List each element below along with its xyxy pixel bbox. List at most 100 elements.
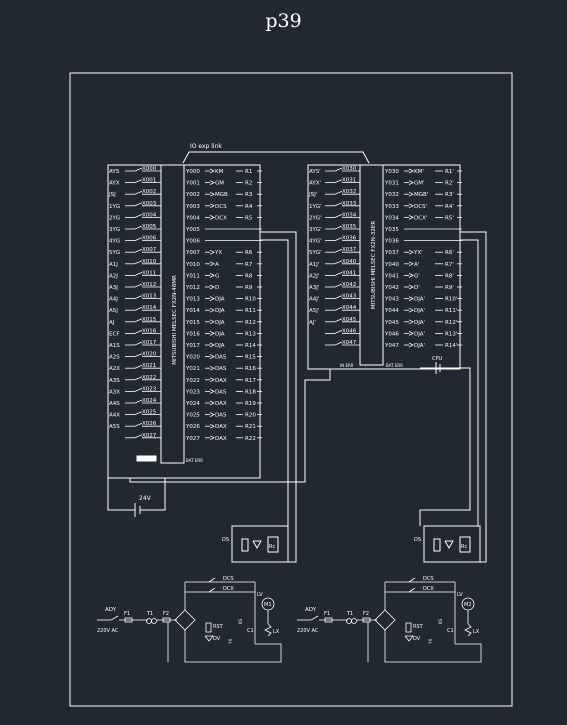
output-load-label: G' — [414, 273, 420, 279]
output-load-label: DAX — [215, 378, 227, 384]
motor-dcx-contact — [408, 587, 416, 593]
output-load-label: DAX — [215, 401, 227, 407]
left-supply-wire — [107, 478, 122, 511]
input-terminal-label: X004 — [142, 212, 157, 218]
output-relay-label: R4 — [245, 204, 253, 210]
motor-ady-label: ADY — [305, 607, 317, 613]
input-signal-label: A5S — [109, 424, 120, 430]
output-load-label: DJA — [215, 308, 225, 314]
input-signal-label: A4J' — [309, 297, 319, 303]
output-load-label: DJA — [215, 320, 225, 326]
input-terminal-label: X011 — [142, 270, 156, 276]
input-terminal-label: X001 — [142, 178, 156, 184]
output-load-label: DAS — [215, 413, 227, 419]
input-switch-contact — [334, 179, 343, 183]
input-terminal-label: X047 — [342, 340, 357, 346]
right-relay-resistor-1 — [433, 538, 441, 552]
right-bus-3 — [419, 367, 471, 526]
input-terminal-label: X037 — [342, 247, 357, 253]
output-terminal-label: Y045 — [384, 320, 399, 326]
input-terminal-label: X040 — [342, 259, 357, 265]
right-bus-2 — [460, 239, 479, 526]
input-signal-label: A2S — [109, 355, 120, 361]
output-diode — [209, 342, 215, 348]
motor-rst-resistor — [205, 622, 212, 633]
left-plc-status-led — [136, 455, 157, 462]
output-relay-label: R11 — [245, 308, 256, 314]
right-plc-model: MITSUBISHI MELSEC FX2N-32ER — [371, 221, 377, 309]
output-load-label: MGB — [215, 192, 228, 198]
right-supply-label: CPU — [432, 356, 443, 362]
motor-fuse-f1 — [324, 617, 333, 623]
right-relay-rc: Rc — [461, 544, 467, 550]
input-switch-contact — [134, 214, 143, 218]
output-diode — [408, 249, 414, 255]
output-terminal-label: Y017 — [185, 343, 200, 349]
input-signal-label: A2X — [109, 366, 120, 372]
input-signal-label: 3YG — [109, 227, 120, 233]
right-relay-ds: DS — [414, 537, 421, 543]
motor-ks-label: KS — [238, 618, 243, 624]
input-signal-label: ECF — [109, 331, 119, 337]
output-load-label: DJA' — [414, 343, 425, 349]
input-switch-contact — [134, 283, 143, 288]
left-supply-label: 24V — [139, 495, 152, 502]
output-relay-label: R21 — [245, 424, 256, 430]
input-terminal-label: X024 — [142, 398, 157, 404]
input-terminal-label: X010 — [142, 259, 157, 265]
right-relay-diode — [444, 540, 454, 550]
output-diode — [209, 261, 215, 267]
input-switch-contact — [134, 364, 143, 369]
output-terminal-label: Y034 — [384, 215, 399, 221]
input-signal-label: A2J' — [309, 273, 319, 279]
page-title: p39 — [265, 10, 302, 32]
input-signal-label: 2YG' — [309, 215, 322, 221]
output-diode — [408, 203, 414, 209]
output-relay-label: R7' — [445, 262, 454, 268]
input-signal-label: JSJ' — [308, 192, 317, 198]
input-terminal-label: X027 — [142, 433, 157, 439]
output-load-label: DJA' — [414, 320, 425, 326]
output-relay-label: R3 — [245, 192, 253, 198]
input-switch-contact — [134, 434, 143, 439]
input-signal-label: AYX — [109, 181, 120, 187]
left-relay-resistor-2 — [267, 536, 279, 553]
right-plc-io-group: AYS'X030AYX'X031JSJ'X0321YG'X0332YG'X034… — [308, 166, 462, 349]
motor-transformer-coil — [146, 618, 152, 624]
input-switch-contact — [334, 248, 343, 253]
input-switch-contact — [134, 260, 143, 265]
output-load-label: DJA — [215, 343, 225, 349]
input-terminal-label: X021 — [142, 363, 156, 369]
motor-ady-label: ADY — [105, 607, 117, 613]
motor-supply-label: 220V AC — [297, 628, 319, 634]
output-terminal-label: Y032 — [384, 192, 399, 198]
output-terminal-label: Y033 — [384, 204, 399, 210]
motor-yx-label: YX — [228, 639, 233, 645]
output-terminal-label: Y003 — [185, 204, 200, 210]
output-terminal-label: Y024 — [185, 401, 200, 407]
motor-field-coil — [264, 623, 272, 637]
motor-dv-label: DV — [213, 636, 221, 642]
output-diode — [209, 354, 215, 359]
output-load-label: MGB' — [414, 192, 428, 198]
motor-t1-label: T1 — [346, 611, 353, 617]
output-diode — [209, 389, 215, 394]
input-signal-label: A4J — [109, 297, 118, 303]
output-diode — [408, 168, 414, 174]
output-diode — [209, 365, 215, 371]
output-terminal-label: Y031 — [384, 181, 399, 187]
input-switch-contact — [134, 306, 143, 311]
input-switch-contact — [134, 190, 143, 195]
input-terminal-label: X007 — [142, 247, 157, 253]
output-relay-label: R12' — [445, 320, 457, 326]
input-switch-contact — [134, 388, 143, 392]
motor-m-label: M2 — [464, 602, 472, 608]
motor-dv-diode — [204, 635, 214, 642]
input-signal-label: 4YG — [109, 239, 120, 245]
output-load-label: DJA — [215, 331, 225, 337]
output-terminal-label: Y041 — [384, 273, 399, 279]
motor-dv-label: DV — [413, 636, 421, 642]
output-load-label: DCX — [215, 215, 227, 221]
left-bus-2 — [260, 239, 289, 526]
